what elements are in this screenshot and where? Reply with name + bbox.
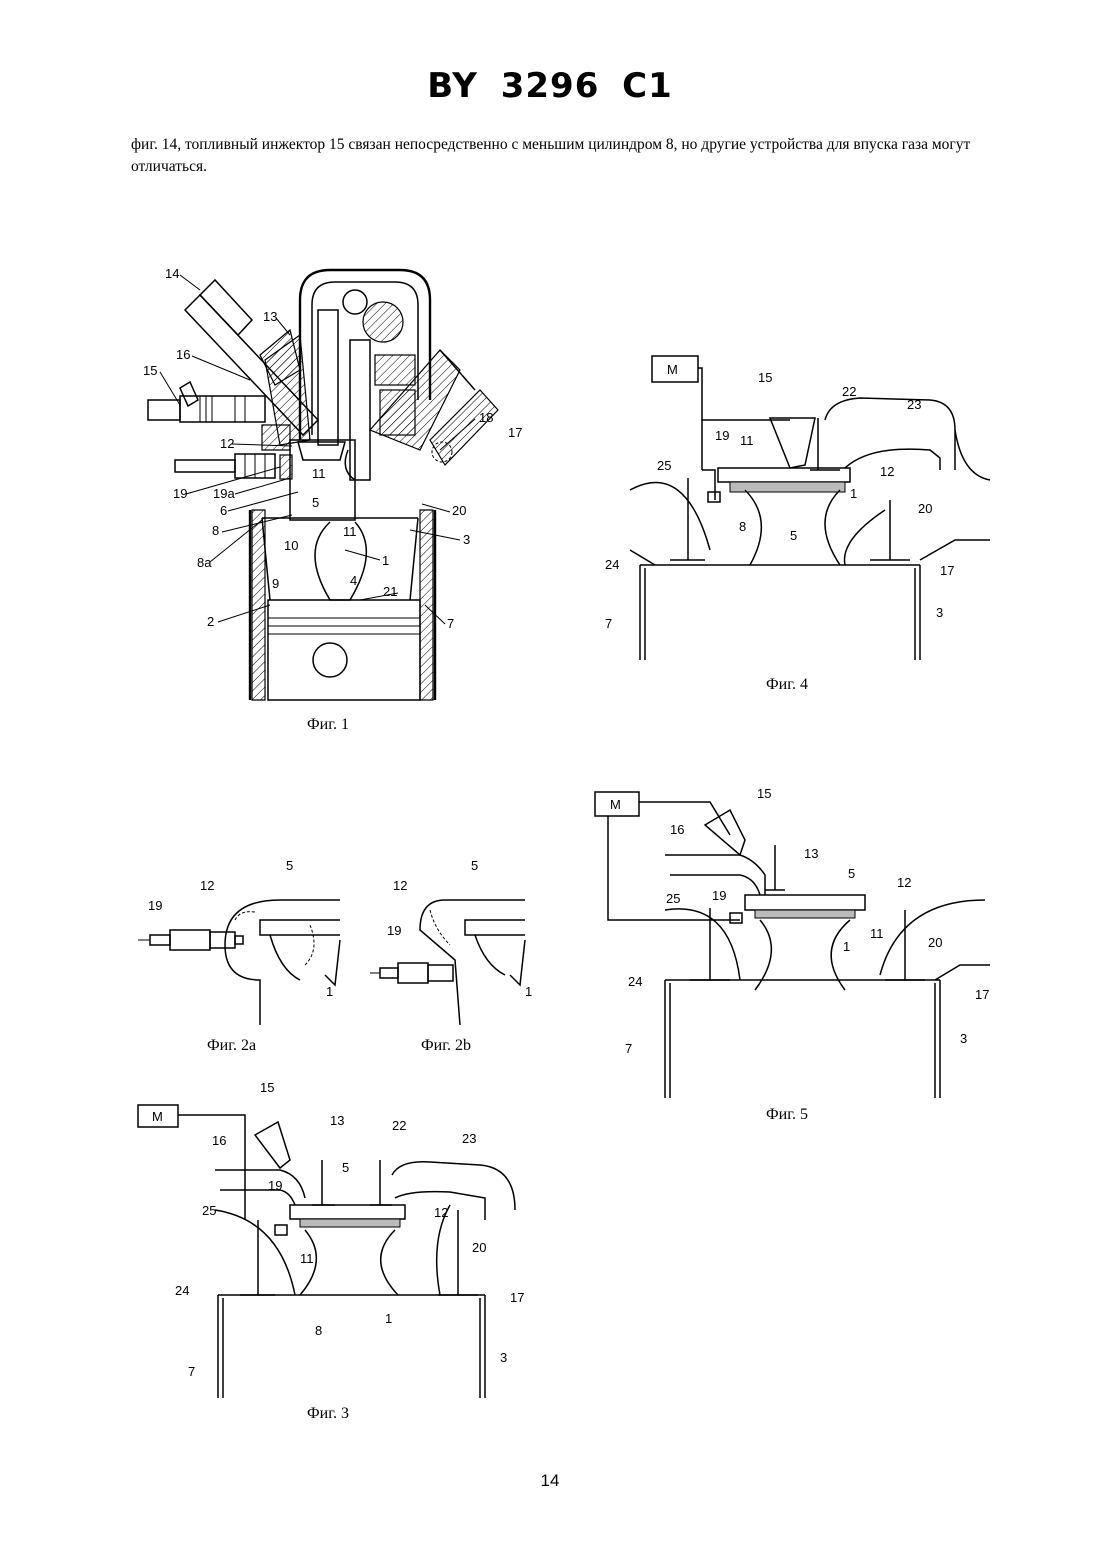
fig4-label-12: 12 bbox=[880, 464, 894, 479]
fig3-caption: Фиг. 3 bbox=[307, 1405, 349, 1423]
fig1-label-16: 16 bbox=[176, 347, 190, 362]
fig5-label-11: 11 bbox=[870, 926, 884, 941]
fig1-label-15: 15 bbox=[143, 363, 157, 378]
figure-1-engine-section: 14 13 16 15 12 19 19a 6 8 8a 10 5 11 11 … bbox=[140, 260, 540, 710]
fig3-label-13: 13 bbox=[330, 1113, 344, 1128]
fig5-label-7: 7 bbox=[625, 1041, 632, 1056]
fig2b-label-1: 1 bbox=[525, 984, 532, 999]
fig3-label-20: 20 bbox=[472, 1240, 486, 1255]
fig1-label-12: 12 bbox=[220, 436, 234, 451]
fig3-motor-label: M bbox=[152, 1109, 163, 1124]
fig4-label-17: 17 bbox=[940, 563, 954, 578]
fig1-label-19a: 19a bbox=[213, 486, 235, 501]
fig2b-caption: Фиг. 2b bbox=[421, 1037, 471, 1055]
fig1-label-13: 13 bbox=[263, 309, 277, 324]
figure-5-schematic: M 15 16 13 5 bbox=[590, 780, 1000, 1100]
fig5-label-3: 3 bbox=[960, 1031, 967, 1046]
fig1-caption: Фиг. 1 bbox=[307, 716, 349, 734]
fig5-label-15: 15 bbox=[757, 786, 771, 801]
fig3-label-11: 11 bbox=[300, 1251, 314, 1266]
fig1-label-1: 1 bbox=[382, 553, 389, 568]
fig1-label-8: 8 bbox=[212, 523, 219, 538]
fig1-label-4: 4 bbox=[350, 573, 357, 588]
fig4-label-23: 23 bbox=[907, 397, 921, 412]
figure-3-schematic: M 15 13 bbox=[130, 1080, 550, 1400]
fig5-label-20: 20 bbox=[928, 935, 942, 950]
fig2b-label-12: 12 bbox=[393, 878, 407, 893]
fig5-label-16: 16 bbox=[670, 822, 684, 837]
fig5-label-5: 5 bbox=[848, 866, 855, 881]
fig1-label-8a: 8a bbox=[197, 555, 212, 570]
page-number: 14 bbox=[0, 1471, 1100, 1491]
fig3-label-3: 3 bbox=[500, 1350, 507, 1365]
fig5-label-12: 12 bbox=[897, 875, 911, 890]
fig5-caption: Фиг. 5 bbox=[766, 1106, 808, 1124]
fig2a-label-19: 19 bbox=[148, 898, 162, 913]
fig5-label-13: 13 bbox=[804, 846, 818, 861]
fig4-label-3: 3 bbox=[936, 605, 943, 620]
fig5-label-19: 19 bbox=[712, 888, 726, 903]
fig4-label-1: 1 bbox=[850, 486, 857, 501]
fig3-label-1: 1 bbox=[385, 1311, 392, 1326]
fig1-label-7: 7 bbox=[447, 616, 454, 631]
fig4-label-11: 11 bbox=[740, 433, 754, 448]
fig3-label-12: 12 bbox=[434, 1205, 448, 1220]
fig2a-label-5: 5 bbox=[286, 858, 293, 873]
fig4-label-7: 7 bbox=[605, 616, 612, 631]
fig4-label-22: 22 bbox=[842, 384, 856, 399]
document-title: BY 3296 C1 bbox=[0, 66, 1100, 106]
fig1-label-11a: 11 bbox=[312, 466, 326, 481]
fig1-label-17: 17 bbox=[508, 425, 522, 440]
fig4-label-15: 15 bbox=[758, 370, 772, 385]
fig2b-label-5: 5 bbox=[471, 858, 478, 873]
fig1-label-14: 14 bbox=[165, 266, 179, 281]
fig2a-label-12: 12 bbox=[200, 878, 214, 893]
fig1-label-5: 5 bbox=[312, 495, 319, 510]
fig5-label-17: 17 bbox=[975, 987, 989, 1002]
fig4-label-19: 19 bbox=[715, 428, 729, 443]
fig3-label-5: 5 bbox=[342, 1160, 349, 1175]
fig1-label-20: 20 bbox=[452, 503, 466, 518]
fig1-label-19: 19 bbox=[173, 486, 187, 501]
fig4-label-25: 25 bbox=[657, 458, 671, 473]
fig3-label-19: 19 bbox=[268, 1178, 282, 1193]
intro-paragraph: фиг. 14, топливный инжектор 15 связан не… bbox=[131, 134, 1011, 178]
fig2b-label-19: 19 bbox=[387, 923, 401, 938]
fig1-label-3: 3 bbox=[463, 532, 470, 547]
fig3-label-24: 24 bbox=[175, 1283, 189, 1298]
fig3-label-23: 23 bbox=[462, 1131, 476, 1146]
fig4-motor-label: M bbox=[667, 362, 678, 377]
fig4-caption: Фиг. 4 bbox=[766, 676, 808, 694]
fig3-label-16: 16 bbox=[212, 1133, 226, 1148]
fig3-label-25: 25 bbox=[202, 1203, 216, 1218]
fig1-label-18: 18 bbox=[479, 410, 493, 425]
fig5-label-25: 25 bbox=[666, 891, 680, 906]
figure-4-schematic: M 15 22 bbox=[600, 350, 1000, 670]
fig3-label-8: 8 bbox=[315, 1323, 322, 1338]
fig1-label-2: 2 bbox=[207, 614, 214, 629]
fig3-label-15: 15 bbox=[260, 1080, 274, 1095]
fig1-label-9: 9 bbox=[272, 576, 279, 591]
fig4-label-8: 8 bbox=[739, 519, 746, 534]
fig1-label-10: 10 bbox=[284, 538, 298, 553]
figure-2b-detail: 5 12 19 1 bbox=[365, 850, 545, 1030]
fig3-label-22: 22 bbox=[392, 1118, 406, 1133]
fig4-label-24: 24 bbox=[605, 557, 619, 572]
fig2a-label-1: 1 bbox=[326, 984, 333, 999]
fig4-label-20: 20 bbox=[918, 501, 932, 516]
fig3-label-7: 7 bbox=[188, 1364, 195, 1379]
fig3-label-17: 17 bbox=[510, 1290, 524, 1305]
fig5-label-24: 24 bbox=[628, 974, 642, 989]
fig1-label-21: 21 bbox=[383, 584, 397, 599]
fig1-label-6: 6 bbox=[220, 503, 227, 518]
fig5-label-1: 1 bbox=[843, 939, 850, 954]
fig1-label-11b: 11 bbox=[343, 524, 357, 539]
figure-2a-detail: 5 12 19 1 bbox=[130, 850, 350, 1030]
fig4-label-5: 5 bbox=[790, 528, 797, 543]
fig5-motor-label: M bbox=[610, 797, 621, 812]
fig2a-caption: Фиг. 2a bbox=[207, 1037, 256, 1055]
